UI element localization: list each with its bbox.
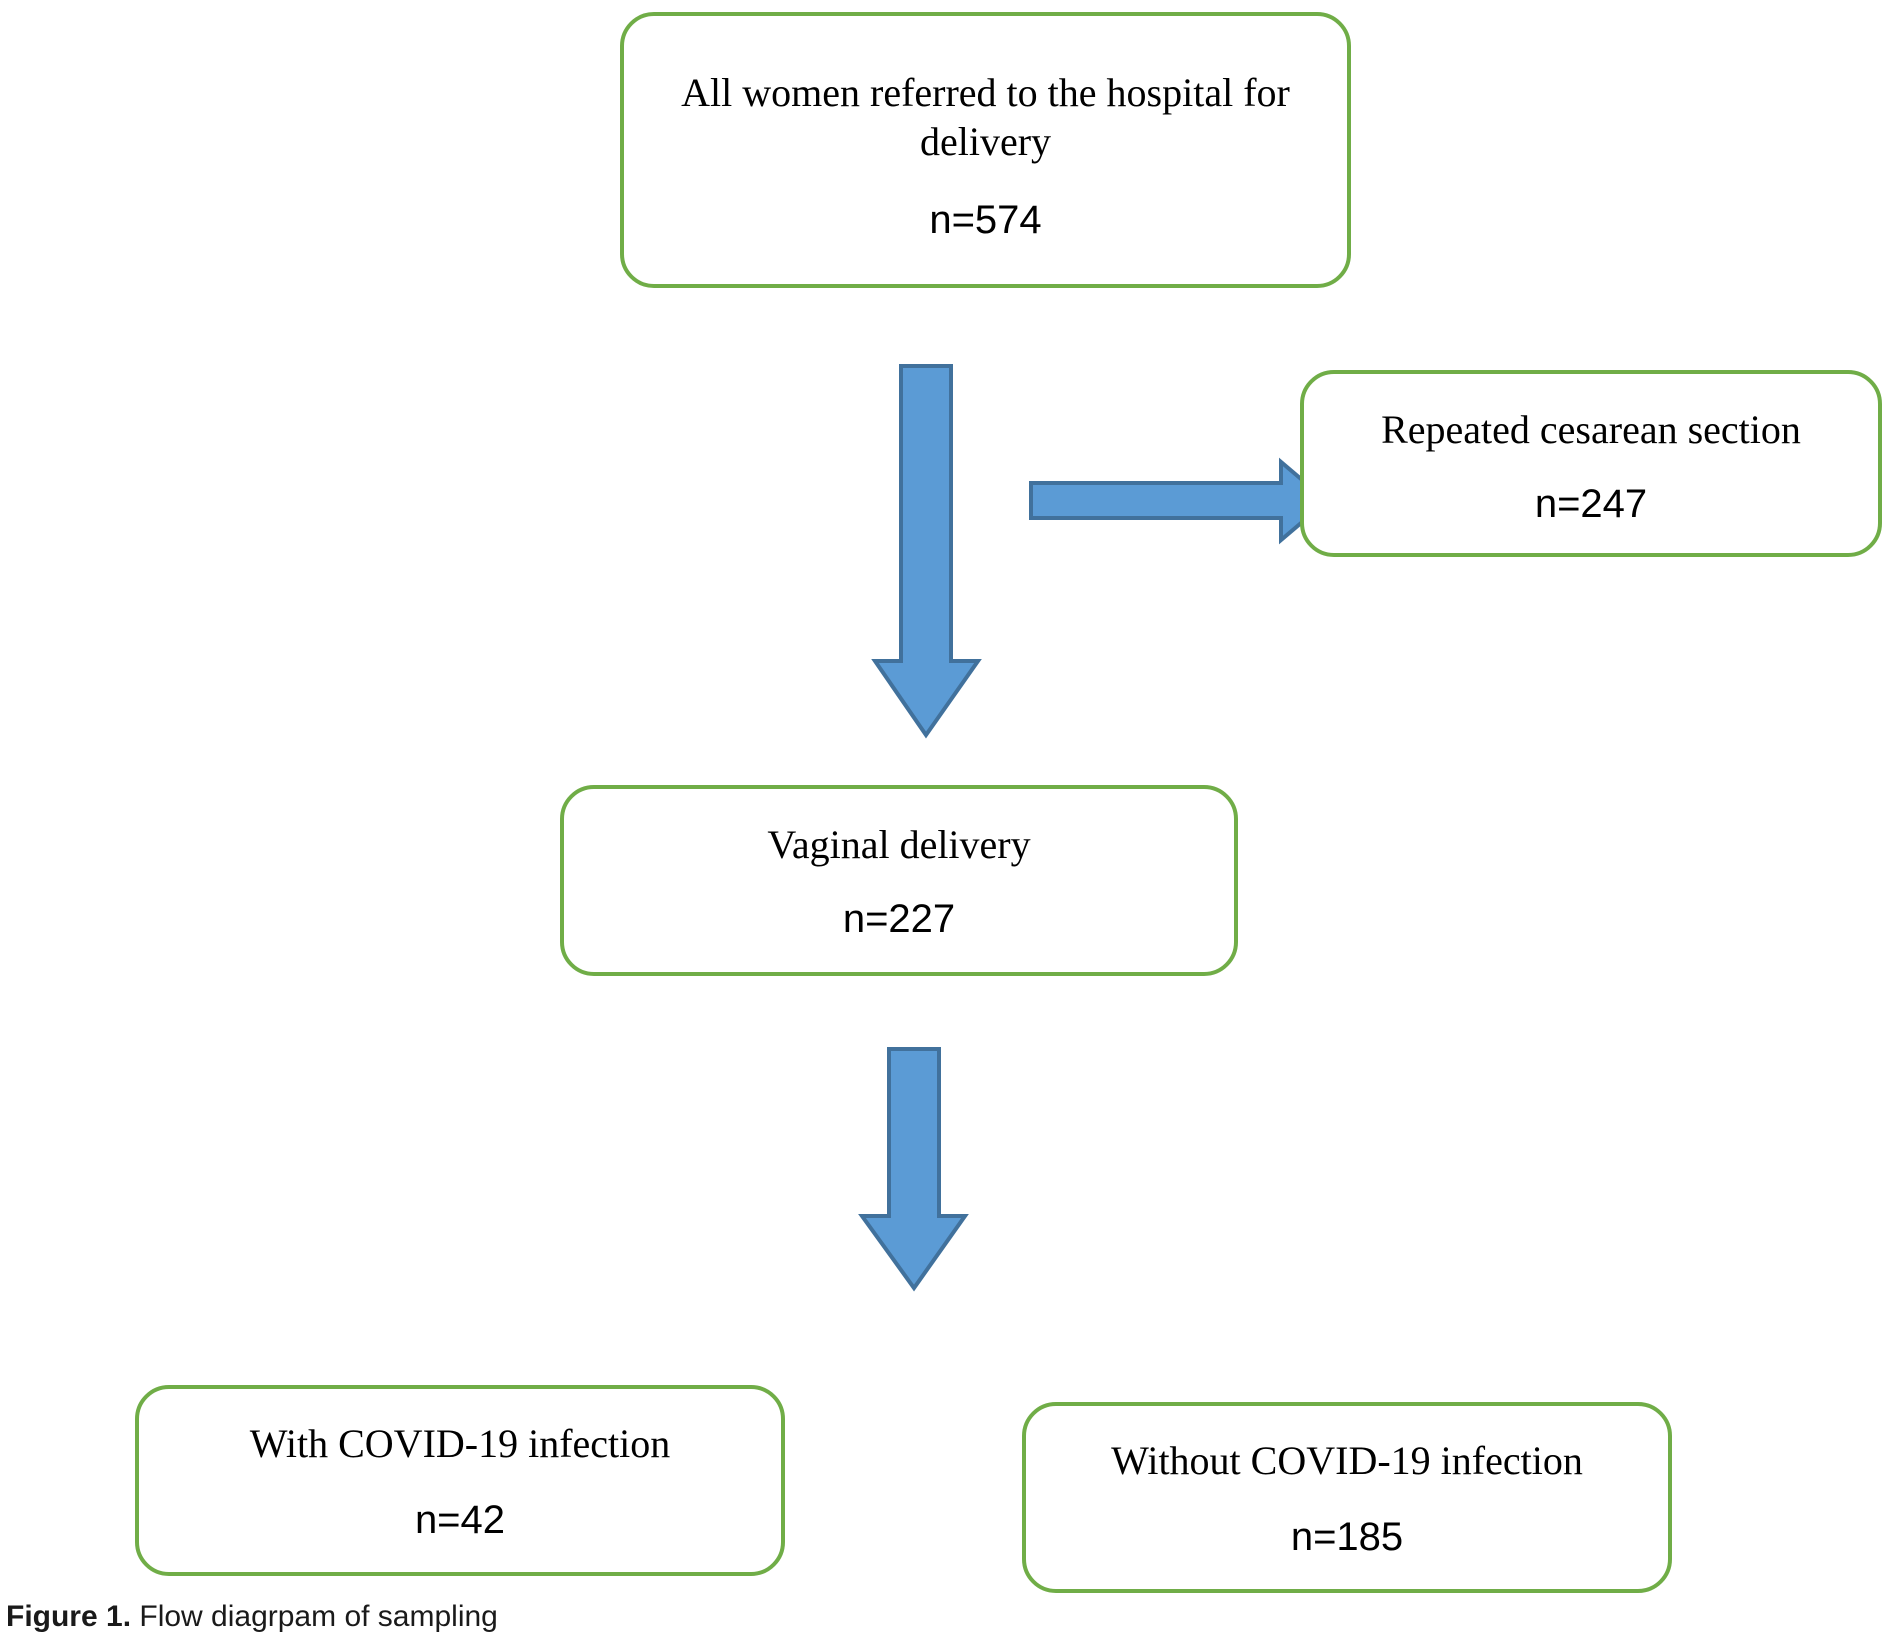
arrow-down-icon [858,1047,969,1292]
node-repeated-cesarean-label: Repeated cesarean section [1381,407,1801,453]
node-all-women: All women referred to the hospital for d… [620,12,1351,288]
node-repeated-cesarean-count: n=247 [1534,481,1648,526]
arrow-down-icon [871,364,982,739]
arrow-right-icon [1029,457,1331,545]
node-vaginal-delivery-count: n=227 [842,896,956,941]
node-all-women-count: n=574 [929,197,1042,242]
node-with-covid-label: With COVID-19 infection [249,1421,671,1467]
figure-caption-text: Flow diagrpam of sampling [131,1600,498,1633]
node-repeated-cesarean: Repeated cesarean section n=247 [1300,370,1882,557]
node-without-covid-count: n=185 [1290,1514,1404,1559]
node-vaginal-delivery-label: Vaginal delivery [767,822,1031,868]
node-vaginal-delivery: Vaginal delivery n=227 [560,785,1238,976]
node-all-women-label: All women referred to the hospital for d… [681,70,1290,164]
figure-caption: Figure 1. Flow diagrpam of sampling [6,1600,498,1634]
node-without-covid-label: Without COVID-19 infection [1111,1438,1583,1484]
node-without-covid: Without COVID-19 infection n=185 [1022,1402,1672,1593]
node-with-covid-count: n=42 [414,1497,506,1542]
figure-caption-label: Figure 1. [6,1600,132,1633]
node-with-covid: With COVID-19 infection n=42 [135,1385,785,1576]
